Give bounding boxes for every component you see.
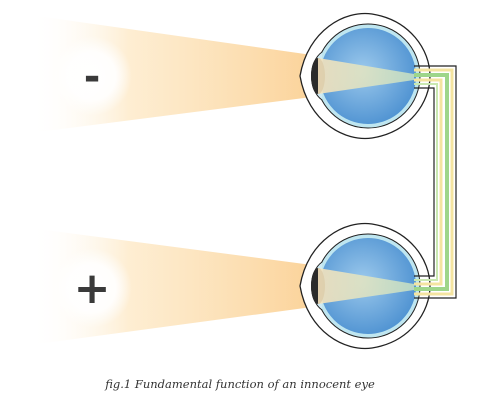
- figure-caption: fig.1 Fundamental function of an innocen…: [105, 377, 375, 391]
- nerve-fiber-green: [414, 73, 449, 291]
- nerve-fiber-yellow: [414, 68, 454, 296]
- top-inner-beam: [318, 58, 414, 94]
- optic-nerve-connection: [414, 65, 457, 299]
- bottom-light-source: [52, 248, 132, 328]
- bottom-eye-group: +: [30, 222, 431, 350]
- bottom-inner-beam: [318, 268, 414, 304]
- minus-symbol: -: [84, 54, 101, 100]
- nerve-fiber-green-inner: [414, 83, 438, 281]
- top-light-source: [52, 36, 132, 116]
- nerve-fiber-yellow-inner: [414, 78, 443, 286]
- top-eye-group: -: [30, 12, 431, 140]
- plus-symbol: +: [74, 263, 111, 314]
